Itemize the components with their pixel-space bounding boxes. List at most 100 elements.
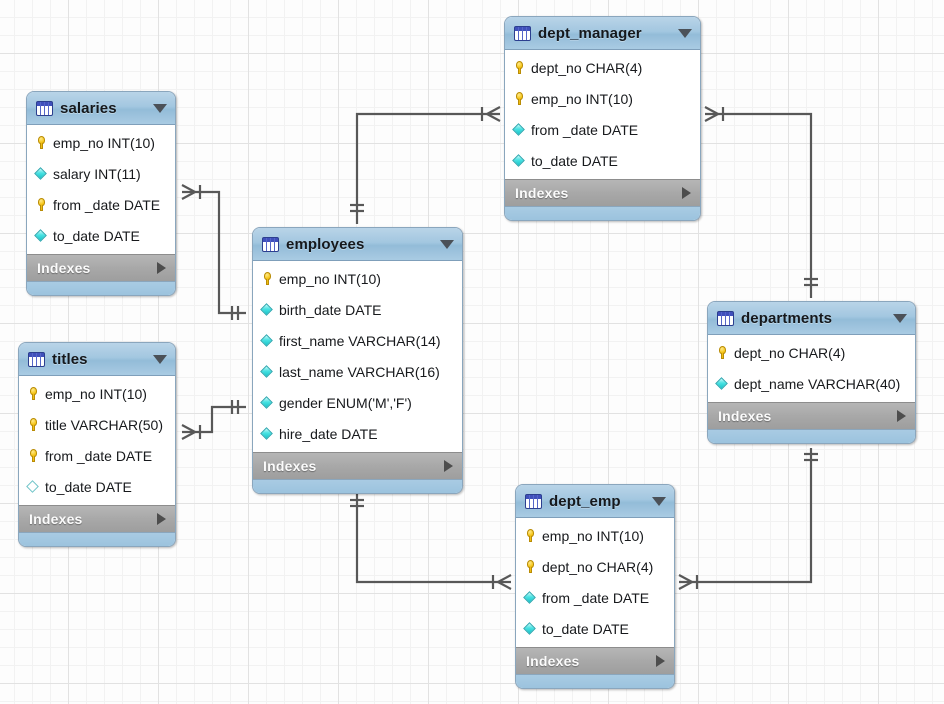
table-salaries[interactable]: salaries emp_no INT(10) salary INT(11) from… [26, 91, 176, 296]
column-label: dept_no CHAR(4) [531, 59, 643, 76]
column-row[interactable]: dept_no CHAR(4) [505, 52, 700, 83]
chevron-right-icon[interactable] [157, 513, 166, 525]
table-departments[interactable]: departments dept_no CHAR(4)dept_name VARC… [707, 301, 916, 444]
column-row[interactable]: to_date DATE [516, 613, 674, 644]
column-label: emp_no INT(10) [53, 134, 155, 151]
table-header-salaries[interactable]: salaries [27, 92, 175, 125]
column-label: last_name VARCHAR(16) [279, 363, 440, 380]
key-icon [512, 60, 526, 75]
column-row[interactable]: emp_no INT(10) [27, 127, 175, 158]
chevron-down-icon[interactable] [652, 496, 666, 506]
crowsfoot-deptemp-right [678, 574, 699, 590]
oneonly-employees-top [350, 203, 364, 213]
column-row[interactable]: gender ENUM('M','F') [253, 387, 462, 418]
indexes-section-salaries[interactable]: Indexes [27, 254, 175, 281]
column-row[interactable]: from _date DATE [516, 582, 674, 613]
column-row[interactable]: last_name VARCHAR(16) [253, 356, 462, 387]
column-label: emp_no INT(10) [279, 270, 381, 287]
diamond-icon [260, 303, 274, 317]
table-icon [28, 351, 45, 367]
chevron-down-icon[interactable] [893, 313, 907, 323]
table-footer [19, 532, 175, 546]
table-icon [717, 310, 734, 326]
column-row[interactable]: emp_no INT(10) [19, 378, 175, 409]
connector-deptmanager-employees [355, 112, 500, 224]
table-header-dept_manager[interactable]: dept_manager [505, 17, 700, 50]
crowsfoot-deptmanager-left [480, 106, 501, 122]
column-row[interactable]: from _date DATE [505, 114, 700, 145]
table-header-titles[interactable]: titles [19, 343, 175, 376]
diamond-icon [260, 396, 274, 410]
column-label: salary INT(11) [53, 165, 141, 182]
table-title: salaries [60, 99, 117, 117]
column-row[interactable]: emp_no INT(10) [253, 263, 462, 294]
chevron-right-icon[interactable] [897, 410, 906, 422]
chevron-right-icon[interactable] [444, 460, 453, 472]
column-row[interactable]: emp_no INT(10) [505, 83, 700, 114]
table-footer [708, 429, 915, 443]
column-label: to_date DATE [542, 620, 629, 637]
table-footer [27, 281, 175, 295]
hollow-diamond-icon [26, 480, 40, 494]
key-icon [26, 417, 40, 432]
crowsfoot-deptmanager-right [704, 106, 725, 122]
chevron-right-icon[interactable] [682, 187, 691, 199]
chevron-down-icon[interactable] [678, 28, 692, 38]
connector-deptmanager-departments [705, 112, 813, 298]
column-row[interactable]: from _date DATE [19, 440, 175, 471]
column-row[interactable]: from _date DATE [27, 189, 175, 220]
table-dept_manager[interactable]: dept_manager dept_no CHAR(4) emp_no INT(10… [504, 16, 701, 221]
chevron-down-icon[interactable] [153, 354, 167, 364]
chevron-down-icon[interactable] [153, 103, 167, 113]
chevron-down-icon[interactable] [440, 239, 454, 249]
indexes-label: Indexes [29, 511, 83, 527]
column-row[interactable]: salary INT(11) [27, 158, 175, 189]
table-employees[interactable]: employees emp_no INT(10) birth_date DATE fi… [252, 227, 463, 494]
column-row[interactable]: to_date DATE [19, 471, 175, 502]
oneonly-employees-salaries [230, 306, 240, 320]
table-header-employees[interactable]: employees [253, 228, 462, 261]
column-row[interactable]: hire_date DATE [253, 418, 462, 449]
column-row[interactable]: dept_name VARCHAR(40) [708, 368, 915, 399]
column-row[interactable]: to_date DATE [505, 145, 700, 176]
diamond-icon [34, 229, 48, 243]
column-row[interactable]: title VARCHAR(50) [19, 409, 175, 440]
column-list: emp_no INT(10) title VARCHAR(50)from _dat… [19, 376, 175, 505]
indexes-label: Indexes [37, 260, 91, 276]
oneonly-employees-bottom [350, 498, 364, 508]
table-header-dept_emp[interactable]: dept_emp [516, 485, 674, 518]
column-label: emp_no INT(10) [531, 90, 633, 107]
column-label: from _date DATE [531, 121, 639, 138]
indexes-label: Indexes [515, 185, 569, 201]
column-row[interactable]: first_name VARCHAR(14) [253, 325, 462, 356]
key-icon [523, 559, 537, 574]
table-dept_emp[interactable]: dept_emp emp_no INT(10)dept_no CHAR(4)fro… [515, 484, 675, 689]
table-titles[interactable]: titles emp_no INT(10) title VARCHAR(50)fro… [18, 342, 176, 547]
diamond-icon [260, 334, 274, 348]
indexes-section-dept_emp[interactable]: Indexes [516, 647, 674, 674]
column-label: to_date DATE [531, 152, 618, 169]
indexes-section-employees[interactable]: Indexes [253, 452, 462, 479]
column-label: first_name VARCHAR(14) [279, 332, 441, 349]
table-title: dept_emp [549, 492, 621, 510]
column-row[interactable]: dept_no CHAR(4) [708, 337, 915, 368]
column-label: emp_no INT(10) [45, 385, 147, 402]
table-title: departments [741, 309, 833, 327]
chevron-right-icon[interactable] [157, 262, 166, 274]
column-row[interactable]: emp_no INT(10) [516, 520, 674, 551]
crowsfoot-salaries [181, 184, 202, 200]
indexes-section-dept_manager[interactable]: Indexes [505, 179, 700, 206]
diamond-icon [523, 591, 537, 605]
column-row[interactable]: birth_date DATE [253, 294, 462, 325]
indexes-section-titles[interactable]: Indexes [19, 505, 175, 532]
indexes-section-departments[interactable]: Indexes [708, 402, 915, 429]
table-header-departments[interactable]: departments [708, 302, 915, 335]
diamond-icon [34, 167, 48, 181]
table-title: employees [286, 235, 365, 253]
column-row[interactable]: to_date DATE [27, 220, 175, 251]
column-list: dept_no CHAR(4)dept_name VARCHAR(40) [708, 335, 915, 402]
column-row[interactable]: dept_no CHAR(4) [516, 551, 674, 582]
key-icon [34, 135, 48, 150]
chevron-right-icon[interactable] [656, 655, 665, 667]
